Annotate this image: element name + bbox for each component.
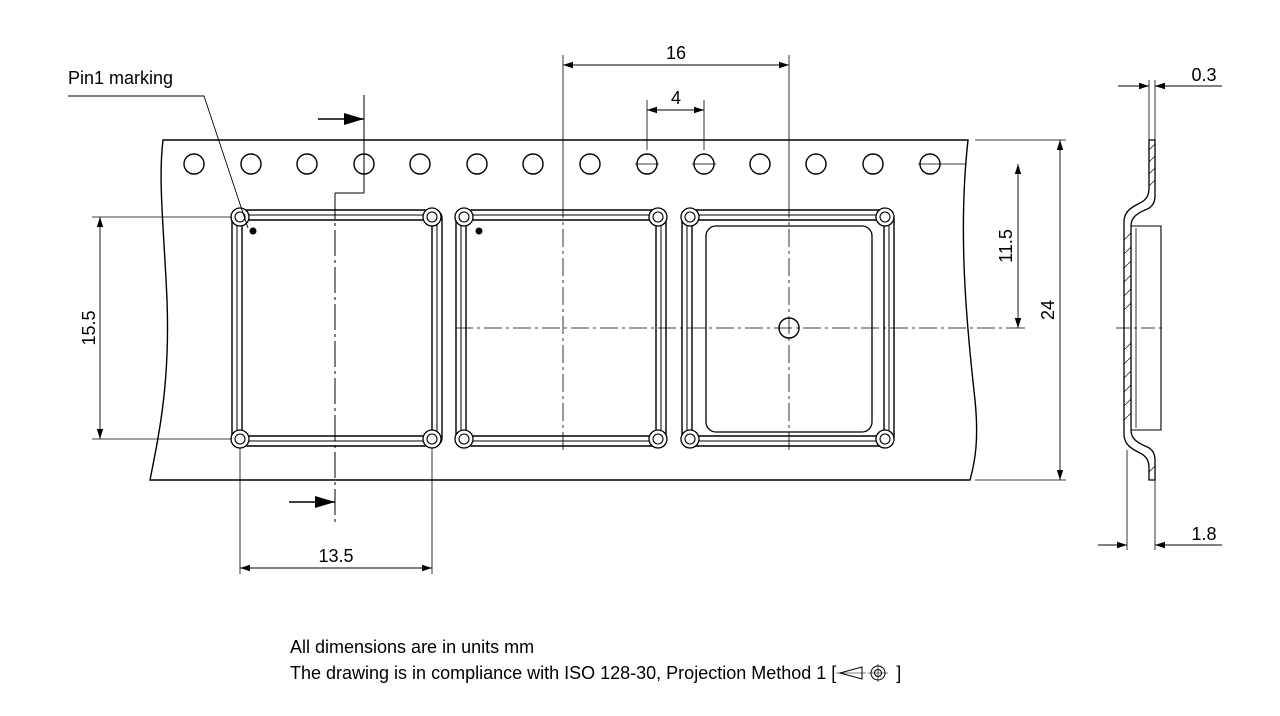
dimension-lines (96, 61, 1222, 572)
units-note: All dimensions are in units mm (290, 637, 535, 657)
compliance-close: ] (896, 663, 902, 683)
pocket-1 (230, 207, 443, 449)
compliance-note: The drawing is in compliance with ISO 12… (290, 663, 901, 684)
dim-15-5: 15.5 (79, 310, 99, 345)
extension-lines (92, 55, 1156, 574)
dim-pitch-4: 4 (671, 88, 681, 108)
side-profile-hatch (1123, 143, 1156, 473)
pin1-leader (68, 95, 249, 229)
projection-method-icon (836, 664, 889, 682)
pin1-dot (475, 227, 483, 235)
dim-width-24: 24 (1038, 300, 1058, 320)
section-indicator (289, 95, 365, 522)
side-profile (1116, 139, 1166, 481)
pin1-dot (249, 227, 257, 235)
dim-11-5: 11.5 (996, 229, 1016, 263)
dim-depth-1-8: 1.8 (1191, 524, 1216, 544)
dim-pitch-16: 16 (666, 43, 686, 63)
sprocket-holes (183, 153, 941, 175)
pin1-marking-label: Pin1 marking (68, 68, 173, 88)
dim-13-5: 13.5 (318, 546, 353, 566)
tape-outline (149, 139, 978, 481)
center-lines (455, 200, 1015, 452)
compliance-text: The drawing is in compliance with ISO 12… (290, 663, 837, 683)
dim-thickness-0-3: 0.3 (1191, 65, 1216, 85)
